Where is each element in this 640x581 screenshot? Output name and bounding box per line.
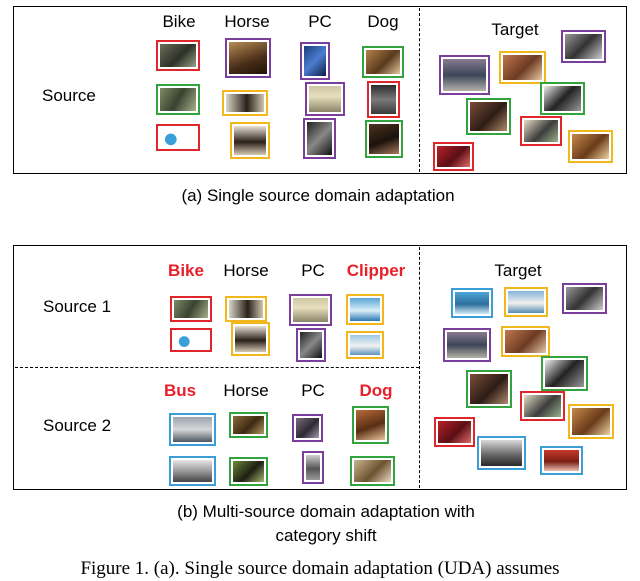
panel-b-s1-category-pc: PC (301, 261, 325, 280)
thumb-a-target-3 (561, 30, 606, 63)
thumb-b-target-6 (541, 356, 588, 391)
panel-b-target-label: Target (494, 261, 542, 280)
thumb-b-target-3 (562, 283, 607, 314)
thumb-a-horse-2 (222, 90, 268, 116)
thumb-a-target-6 (520, 116, 562, 146)
panel-b-divider-vertical (419, 247, 420, 488)
thumb-b-s1-clipper-1 (346, 294, 384, 325)
thumb-b-s2-bus-2 (169, 456, 216, 486)
panel-b-source2-label: Source 2 (43, 416, 112, 435)
thumb-a-bike-2 (156, 84, 200, 115)
panel-b-s1-category-bike: Bike (168, 261, 204, 280)
thumb-a-bike-3 (156, 124, 200, 151)
thumb-a-target-4 (540, 82, 585, 115)
thumb-b-target-1 (451, 288, 493, 318)
panel-b-s1-category-horse: Horse (223, 261, 269, 280)
panel-b-caption-line2: category shift (275, 526, 377, 545)
panel-b-frame (13, 245, 627, 490)
thumb-b-s1-horse-2 (231, 322, 270, 356)
thumb-a-pc-3 (303, 118, 336, 159)
thumb-b-s2-pc-2 (302, 451, 324, 484)
thumb-b-target-5 (501, 326, 550, 357)
thumb-b-s2-pc-1 (292, 414, 323, 442)
panel-b-source1-label: Source 1 (43, 297, 112, 316)
panel-b-s1-category-clipper: Clipper (346, 261, 406, 280)
thumb-b-s2-dog-1 (352, 406, 389, 444)
thumb-b-s2-horse-1 (229, 412, 268, 438)
thumb-a-target-5 (466, 98, 511, 135)
thumb-b-s1-pc-2 (296, 328, 326, 362)
panel-a-target-label: Target (491, 20, 539, 39)
panel-a-caption: (a) Single source domain adaptation (181, 186, 455, 205)
panel-a-category-pc: PC (308, 12, 332, 31)
figure-caption: Figure 1. (a). Single source domain adap… (80, 558, 560, 579)
panel-a-divider (419, 8, 420, 172)
panel-b-s2-category-dog: Dog (359, 381, 393, 400)
panel-b-s2-category-bus: Bus (163, 381, 197, 400)
thumb-b-target-7 (466, 370, 512, 408)
thumb-a-horse-3 (230, 122, 270, 159)
thumb-a-horse-1 (225, 38, 271, 78)
thumb-b-target-2 (504, 287, 548, 317)
panel-a-source-label: Source (42, 86, 96, 105)
thumb-a-target-7 (568, 130, 613, 163)
thumb-b-target-10 (434, 417, 475, 447)
panel-a-category-dog: Dog (367, 12, 399, 31)
thumb-a-dog-1 (362, 46, 404, 78)
thumb-a-target-1 (439, 55, 490, 95)
thumb-b-s1-pc-1 (289, 294, 332, 326)
thumb-b-target-4 (443, 328, 491, 362)
thumb-a-target-8 (433, 142, 474, 171)
thumb-a-pc-1 (300, 42, 330, 80)
thumb-b-s2-dog-2 (350, 456, 395, 486)
thumb-a-pc-2 (305, 82, 345, 116)
thumb-b-target-8 (520, 391, 565, 421)
panel-b-s2-category-pc: PC (301, 381, 325, 400)
thumb-b-target-12 (540, 446, 583, 475)
thumb-a-target-2 (499, 51, 546, 84)
thumb-b-target-11 (477, 436, 526, 470)
panel-a-frame (13, 6, 627, 174)
panel-a-category-horse: Horse (224, 12, 270, 31)
panel-b-divider-horizontal (15, 367, 419, 368)
panel-a-category-bike: Bike (162, 12, 196, 31)
thumb-b-s1-horse-1 (225, 296, 267, 322)
thumb-b-s1-bike-1 (170, 296, 212, 322)
thumb-b-s1-clipper-2 (346, 331, 384, 359)
thumb-b-s1-bike-2 (170, 328, 212, 352)
panel-b-caption-line1: (b) Multi-source domain adaptation with (177, 502, 475, 521)
thumb-a-bike-1 (156, 40, 200, 71)
thumb-a-dog-3 (365, 120, 403, 158)
panel-b-s2-category-horse: Horse (223, 381, 269, 400)
thumb-b-s2-bus-1 (169, 413, 216, 446)
thumb-b-target-9 (568, 404, 614, 439)
thumb-b-s2-horse-2 (229, 457, 268, 486)
thumb-a-dog-2 (367, 81, 400, 118)
